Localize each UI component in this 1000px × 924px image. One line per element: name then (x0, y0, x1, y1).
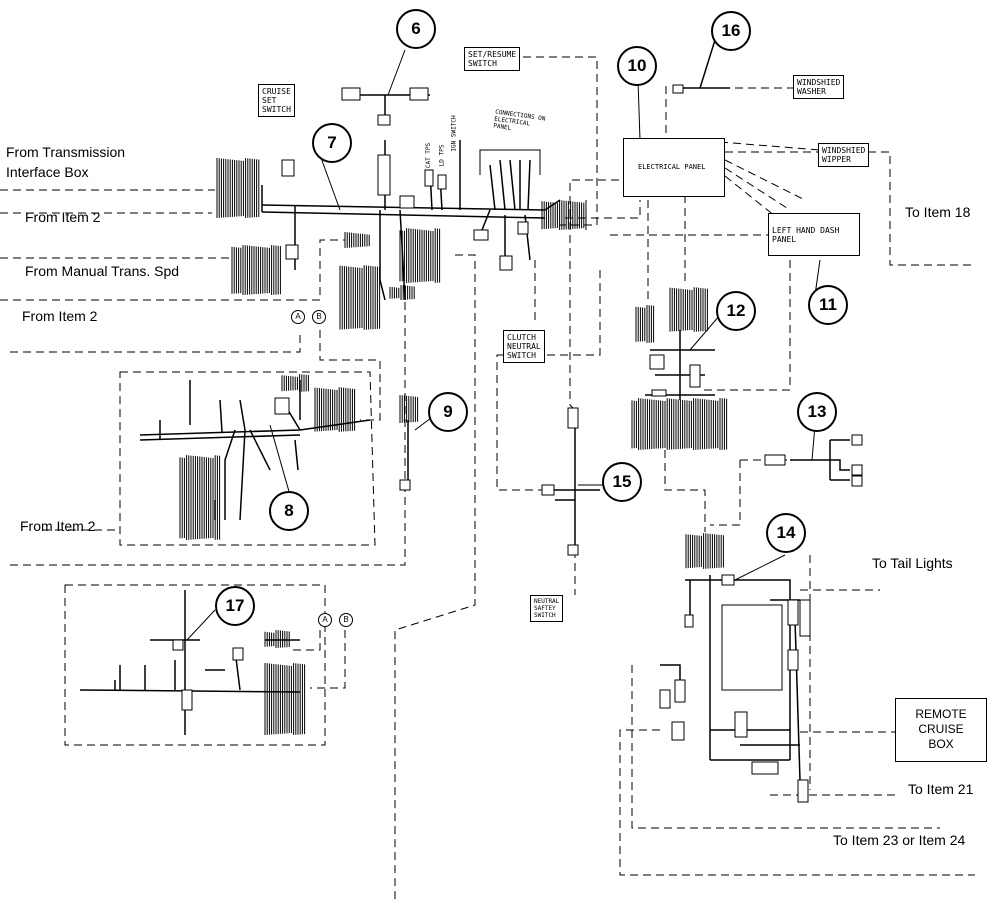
marker-b-lower: B (339, 613, 353, 627)
connector-block (669, 287, 708, 332)
callout-15: 15 (602, 462, 642, 502)
connector-block (264, 630, 290, 648)
callout-14: 14 (766, 513, 806, 553)
remote-cruise-box-label: REMOTE CRUISE BOX (915, 707, 967, 751)
left-hand-dash-panel-label: LEFT HAND DASH PANEL (768, 213, 860, 256)
electrical-panel: ELECTRICAL PANEL (623, 138, 725, 197)
remote-cruise-box: REMOTE CRUISE BOX (895, 698, 987, 762)
callout-8: 8 (269, 491, 309, 531)
label-interface-box: Interface Box (6, 164, 89, 180)
connector-block (685, 533, 724, 569)
callout-10: 10 (617, 46, 657, 86)
callout-13: 13 (797, 392, 837, 432)
label-from-item-2-b: From Item 2 (22, 308, 98, 324)
connector-block (631, 398, 728, 450)
connector-block (231, 245, 281, 295)
windshield-washer-label: WINDSHIED WASHER (793, 75, 845, 99)
connector-block (339, 265, 381, 330)
connector-block (314, 387, 356, 432)
label-from-item-2-c: From Item 2 (20, 518, 96, 534)
label-to-item-23-24: To Item 23 or Item 24 (833, 832, 966, 848)
ign-switch-note: IGN SWITCH (450, 115, 458, 152)
connector-block (635, 305, 655, 343)
callout-17: 17 (215, 586, 255, 626)
callout-6: 6 (396, 9, 436, 49)
marker-b-upper: B (312, 310, 326, 324)
label-to-tail-lights: To Tail Lights (872, 555, 953, 571)
connector-block (389, 285, 415, 300)
connector-block (344, 232, 370, 248)
label-from-transmission: From Transmission (6, 144, 126, 160)
connector-block (399, 228, 441, 283)
cruise-set-switch-label: CRUISE SET SWITCH (258, 84, 295, 117)
set-resume-switch-label: SET/RESUME SWITCH (464, 47, 521, 71)
callout-16: 16 (711, 11, 751, 51)
cat-tps-note: CAT TPS (425, 142, 433, 169)
marker-a-lower: A (318, 613, 332, 627)
connector-block (179, 455, 221, 540)
connector-blocks (179, 158, 728, 735)
windshield-wiper-label: WINDSHIED WIPPER (818, 143, 870, 167)
electrical-panel-label: ELECTRICAL PANEL (638, 163, 706, 171)
label-to-item-21: To Item 21 (908, 781, 974, 797)
connector-block (216, 158, 260, 218)
neutral-safety-switch-label: NEUTRAL SAFTEY SWITCH (530, 595, 564, 622)
connector-block (399, 395, 419, 423)
callout-12: 12 (716, 291, 756, 331)
connector-block (264, 663, 306, 735)
label-from-item-2-a: From Item 2 (25, 209, 101, 225)
clutch-neutral-switch-label: CLUTCH NEUTRAL SWITCH (503, 330, 545, 363)
callout-9: 9 (428, 392, 468, 432)
label-from-manual-trans: From Manual Trans. Spd (25, 263, 180, 279)
callout-11: 11 (808, 285, 848, 325)
connector-block (541, 200, 587, 230)
callout-7: 7 (312, 123, 352, 163)
label-to-item-18: To Item 18 (905, 204, 971, 220)
connector-block (281, 374, 309, 392)
marker-a-upper: A (291, 310, 305, 324)
ld-tps-note: LD TPS (438, 144, 446, 167)
